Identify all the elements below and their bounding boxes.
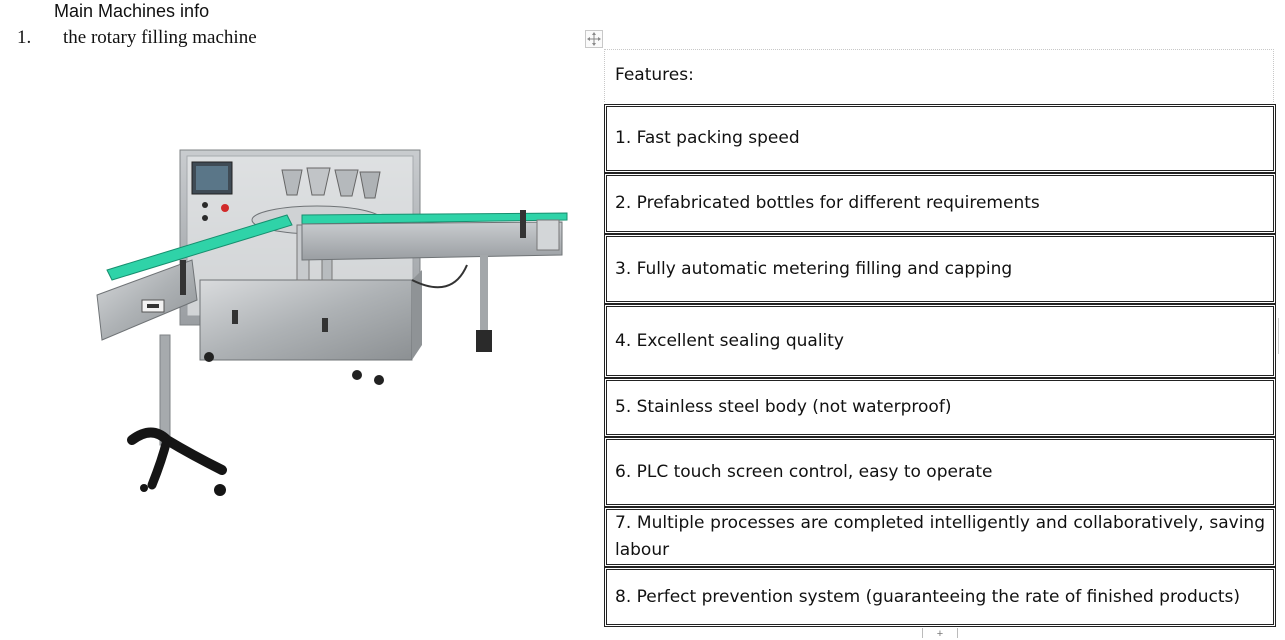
features-label: Features: xyxy=(615,65,694,85)
feature-row-5: 5. Stainless steel body (not waterproof) xyxy=(604,378,1276,437)
feature-row-4: 4. Excellent sealing quality xyxy=(604,304,1276,378)
list-item-text: the rotary filling machine xyxy=(63,27,257,48)
move-arrows-icon xyxy=(587,32,601,46)
rotary-filling-machine-image xyxy=(92,140,577,505)
table-move-handle[interactable] xyxy=(585,30,603,48)
feature-row-6: 6. PLC touch screen control, easy to ope… xyxy=(604,437,1276,507)
plus-icon: + xyxy=(936,628,944,640)
feature-row-8: 8. Perfect prevention system (guaranteei… xyxy=(604,567,1276,627)
table-resize-handle[interactable] xyxy=(1278,318,1285,354)
list-number: 1. xyxy=(17,27,32,48)
feature-row-7: 7. Multiple processes are completed inte… xyxy=(604,507,1276,567)
feature-row-2: 2. Prefabricated bottles for different r… xyxy=(604,173,1276,234)
feature-row-1: 1. Fast packing speed xyxy=(604,104,1276,173)
document-heading: Main Machines info xyxy=(54,1,210,21)
features-table-header: Features: xyxy=(604,49,1274,102)
table-add-row-handle[interactable]: + xyxy=(922,628,958,640)
feature-row-3: 3. Fully automatic metering filling and … xyxy=(604,234,1276,304)
numbered-list-item: 1. the rotary filling machine xyxy=(17,27,257,49)
